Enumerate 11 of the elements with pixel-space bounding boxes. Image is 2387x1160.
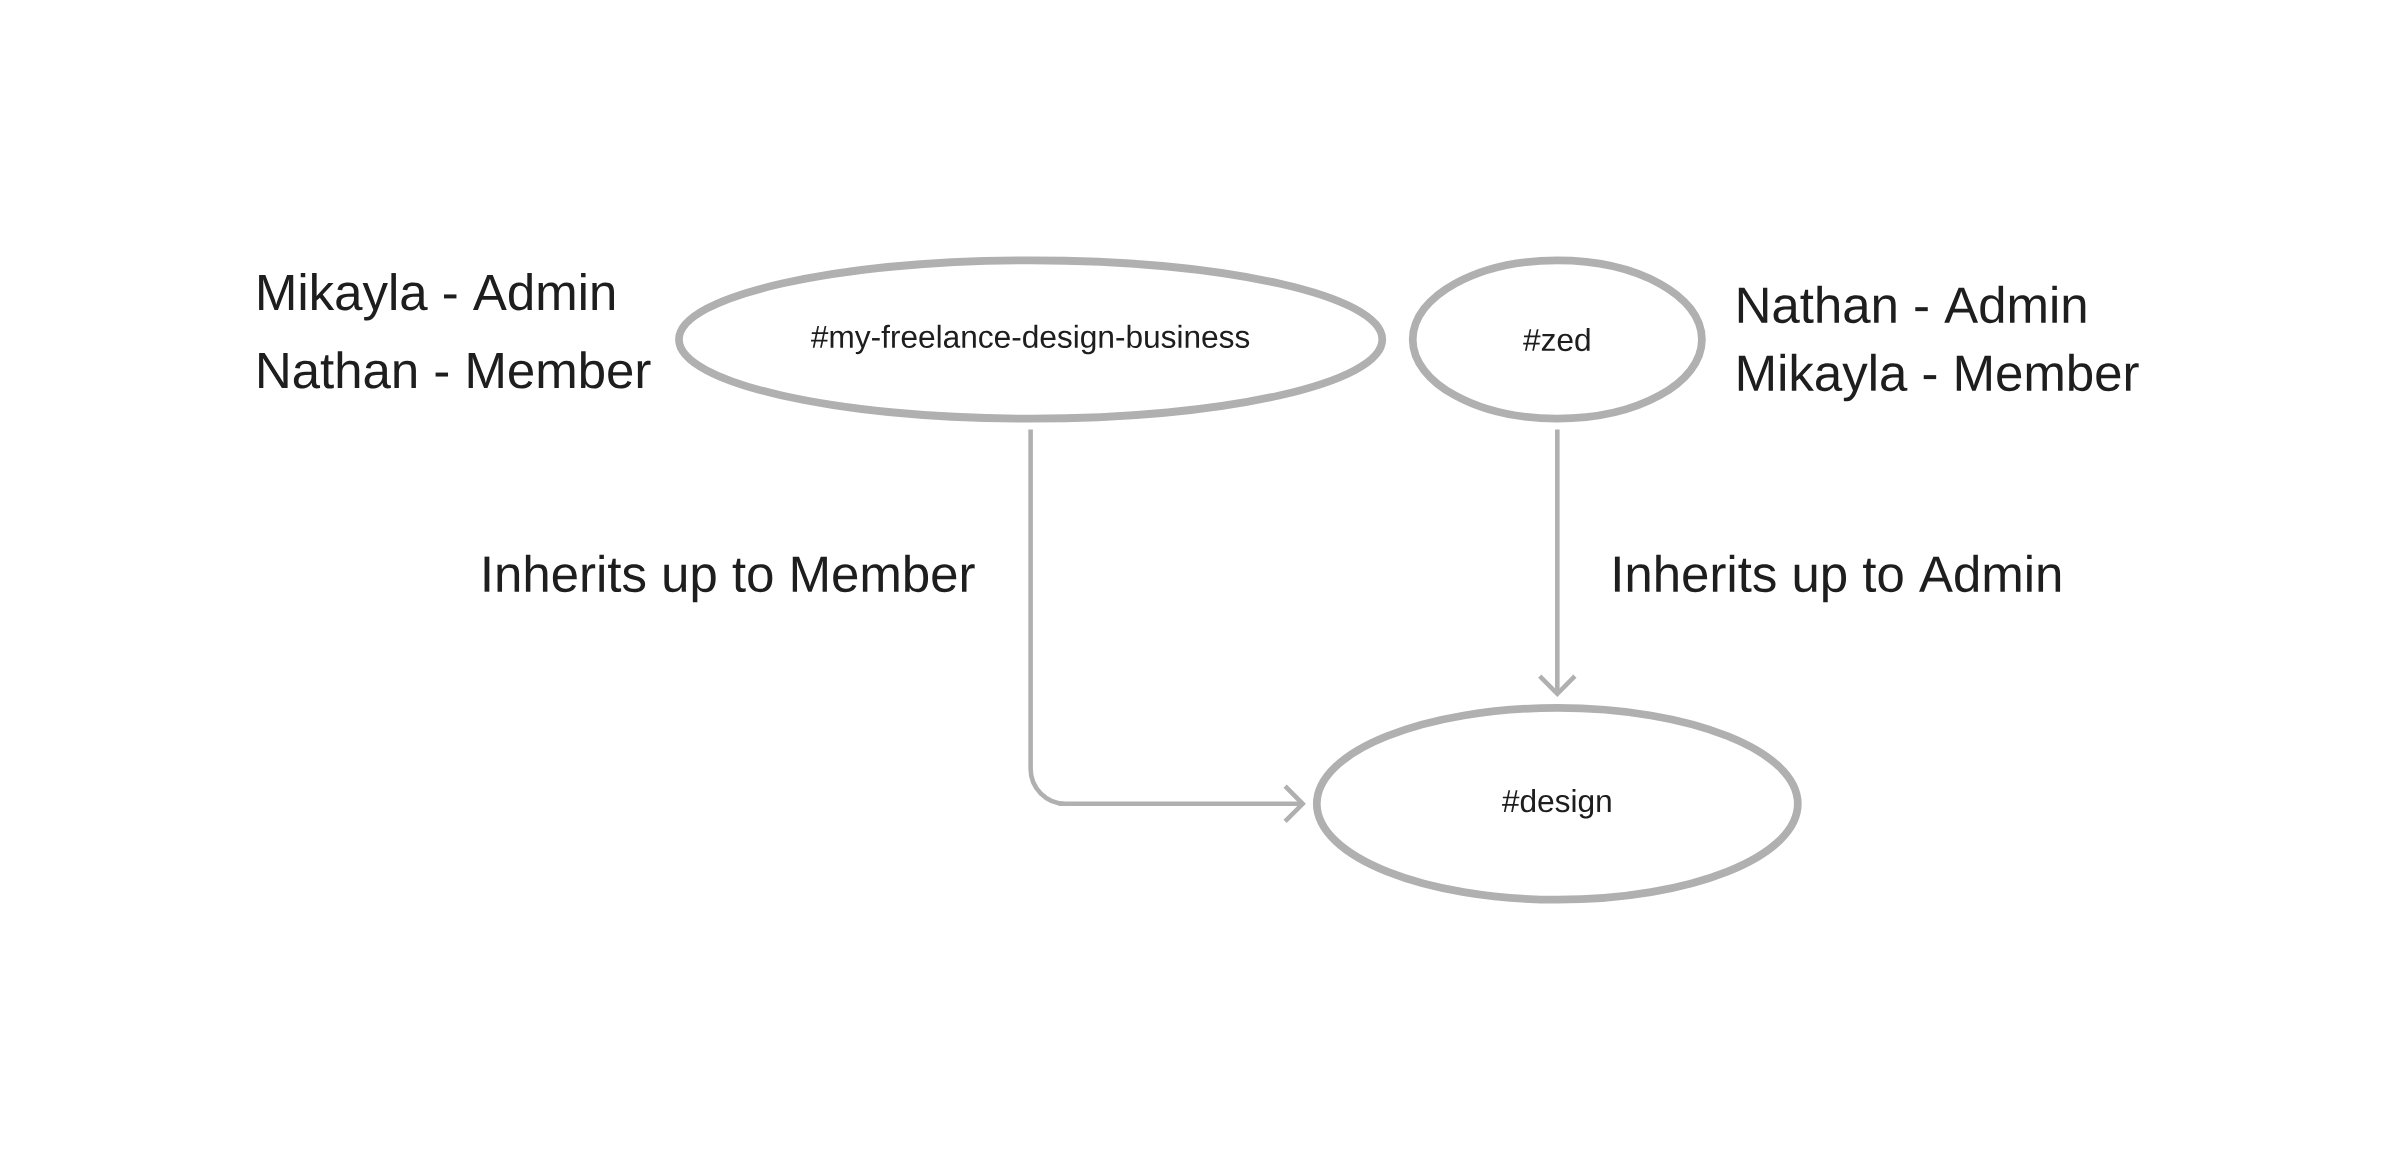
role-text: Mikayla - Member xyxy=(1738,353,2139,402)
arrow xyxy=(1028,429,1306,823)
role-text: Nathan - Admin xyxy=(1738,285,2086,324)
ellipse-node: #zed xyxy=(1408,256,1706,423)
arrow xyxy=(1538,429,1577,697)
ellipse-node: #my-freelance-design-business xyxy=(675,256,1387,423)
edge-label: Inherits up to Member xyxy=(476,551,980,606)
role-text: Mikayla - Admin xyxy=(259,273,614,321)
ellipse-node: #design xyxy=(1312,704,1802,904)
edge-label: Inherits up to Admin xyxy=(1606,551,2067,606)
role-text: Nathan - Member xyxy=(259,351,651,389)
